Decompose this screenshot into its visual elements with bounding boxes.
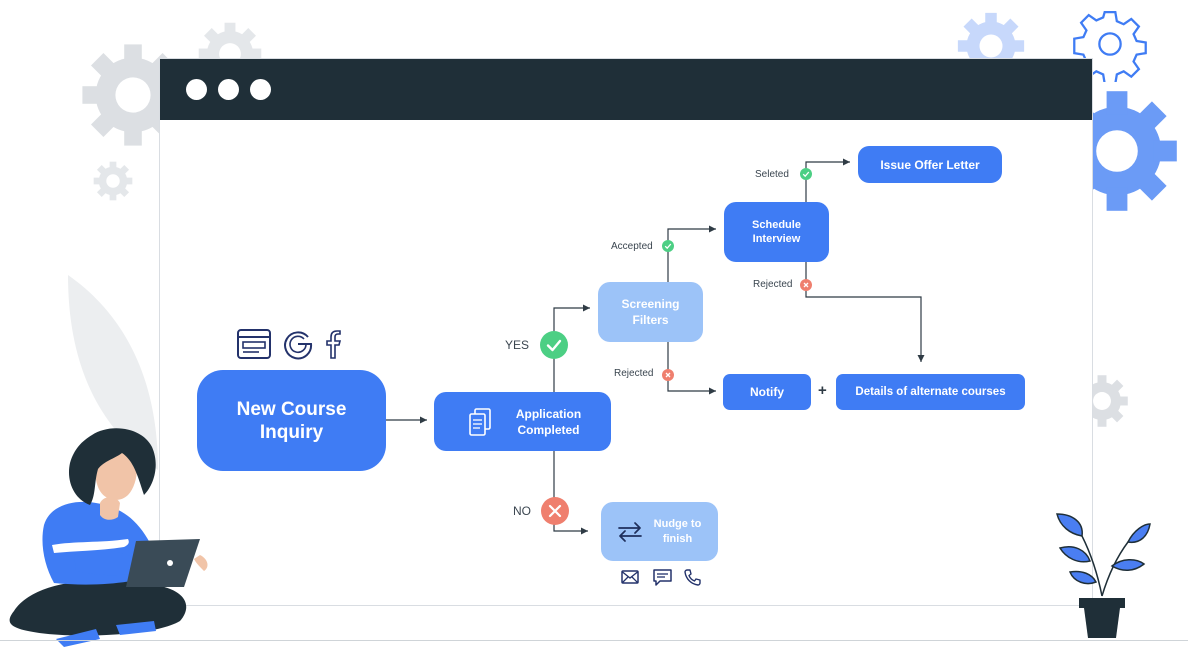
yes-check-icon	[540, 331, 568, 359]
node-label: Notify	[750, 385, 784, 399]
window-dot	[186, 79, 207, 100]
window-titlebar	[160, 59, 1092, 120]
node-label: New Course Inquiry	[236, 398, 347, 443]
leaf-decoration	[68, 275, 158, 470]
node-label: Screening Filters	[621, 297, 680, 327]
node-label: Issue Offer Letter	[880, 157, 980, 172]
node-details-alternate-courses: Details of alternate courses	[836, 374, 1025, 410]
connector	[553, 304, 590, 392]
label-yes: YES	[505, 338, 530, 352]
accepted-check-icon	[662, 240, 674, 252]
connector	[667, 225, 716, 282]
gear-icon	[82, 44, 184, 146]
person-illustration	[9, 428, 208, 647]
chat-icon	[653, 569, 672, 586]
label-no: NO	[513, 504, 531, 518]
connector	[667, 342, 716, 395]
window-dot	[218, 79, 239, 100]
node-schedule-interview: Schedule Interview	[724, 202, 829, 262]
phone-icon	[684, 569, 701, 586]
mail-icon	[621, 570, 639, 584]
plant-illustration	[1056, 513, 1151, 638]
node-notify: Notify	[723, 374, 811, 410]
facebook-icon	[326, 330, 342, 359]
form-icon	[237, 329, 271, 359]
rejected-cross-icon	[662, 369, 674, 381]
connector	[805, 262, 925, 362]
label-accepted: Accepted	[611, 241, 653, 252]
rejected-cross-icon	[800, 279, 812, 291]
label-rejected-interview: Rejected	[753, 279, 793, 290]
label-rejected-screening: Rejected	[614, 368, 654, 379]
google-icon	[284, 331, 313, 360]
plus-sign: +	[818, 382, 827, 399]
node-label: Schedule Interview	[752, 219, 801, 245]
connector	[553, 451, 588, 535]
swap-arrows-icon	[618, 522, 642, 542]
selected-check-icon	[800, 168, 812, 180]
document-icon	[469, 408, 491, 436]
node-application-completed: Application Completed	[434, 392, 611, 451]
node-issue-offer-letter: Issue Offer Letter	[858, 146, 1002, 183]
connector	[805, 158, 850, 202]
node-label: Nudge to finish	[653, 517, 702, 545]
node-label: Details of alternate courses	[855, 386, 1006, 398]
node-screening-filters: Screening Filters	[598, 282, 703, 342]
gear-outline-icon	[1073, 10, 1147, 82]
window-dot	[250, 79, 271, 100]
node-label: Application Completed	[515, 406, 582, 437]
gear-icon	[93, 161, 133, 201]
label-selected: Seleted	[755, 169, 789, 180]
no-cross-icon	[541, 497, 569, 525]
node-new-course-inquiry: New Course Inquiry	[197, 370, 386, 471]
ground-line	[0, 640, 1188, 641]
node-nudge-to-finish: Nudge to finish	[601, 502, 718, 561]
